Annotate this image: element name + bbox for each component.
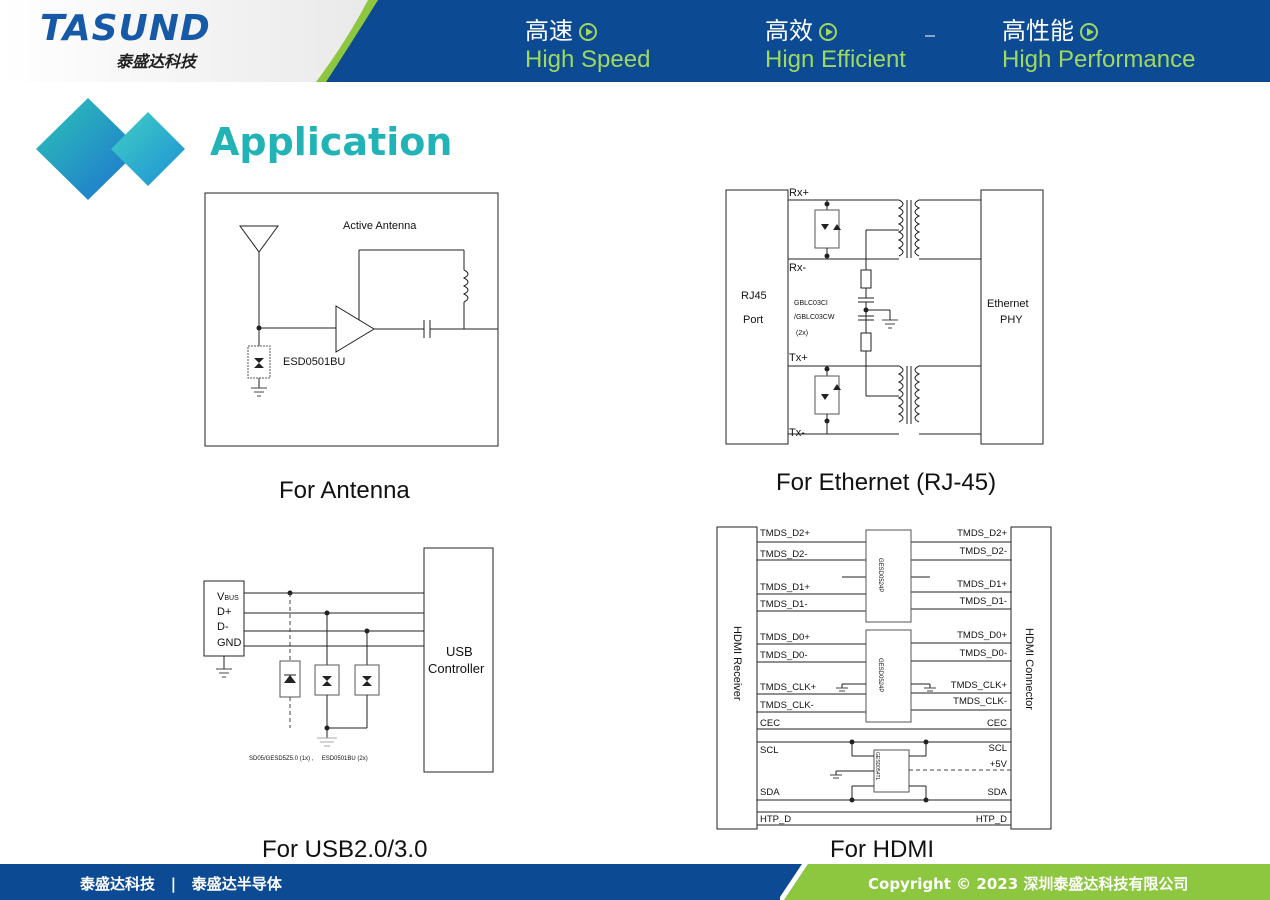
footer-accent — [780, 864, 1270, 900]
usb-controller-label-1: USB — [446, 644, 473, 659]
antenna-diagram — [204, 192, 499, 447]
hdmi-right-pin: TMDS_D2+ — [957, 528, 1007, 539]
active-antenna-label: Active Antenna — [343, 220, 417, 232]
usb-pin-gnd: GND — [217, 637, 242, 649]
play-icon — [579, 23, 597, 41]
diamond-decoration-icon — [36, 98, 185, 200]
footer-company: 泰盛达科技 | 泰盛达半导体 — [80, 875, 282, 893]
slogan-2: 高效 Hign Efficient — [765, 16, 906, 74]
slogan-1: 高速 High Speed — [525, 16, 650, 74]
eth-pin-rx-plus: Rx+ — [789, 187, 809, 199]
hdmi-right-pin: TMDS_D0- — [959, 648, 1007, 659]
ethernet-diagram — [725, 189, 1044, 445]
slogan-2-en: Hign Efficient — [765, 46, 906, 73]
eth-pin-tx-plus: Tx+ — [789, 352, 808, 364]
hdmi-receiver-label: HDMI Receiver — [731, 626, 743, 701]
eth-pin-rx-minus: Rx- — [789, 262, 807, 274]
hdmi-right-pin: TMDS_CLK+ — [950, 680, 1007, 691]
hdmi-right-pin: SDA — [987, 787, 1007, 798]
rj45-label: RJ45 — [741, 290, 767, 302]
hdmi-left-pin: SCL — [760, 745, 779, 756]
hdmi-connector-label: HDMI Connector — [1023, 628, 1035, 710]
eth-part-1: GBLC03CI — [794, 300, 828, 307]
phy-label-2: PHY — [1000, 314, 1023, 326]
hdmi-chip-1: GESD0524P — [877, 558, 883, 593]
hdmi-chip-3: GESD054TL — [874, 752, 880, 781]
hdmi-right-pin: TMDS_D2- — [959, 546, 1007, 557]
hdmi-right-pin: CEC — [986, 718, 1007, 729]
hdmi-left-pin: HTP_D — [760, 814, 792, 825]
play-icon — [1080, 23, 1098, 41]
slogan-1-en: High Speed — [525, 46, 651, 73]
antenna-part-label: ESD0501BU — [283, 356, 346, 368]
usb-controller-label-2: Controller — [428, 661, 485, 676]
eth-part-2: /GBLC03CW — [794, 314, 835, 321]
hdmi-left-pin: CEC — [760, 718, 781, 729]
usb-pin-dminus: D- — [217, 621, 229, 633]
slogan-3-en: High Performance — [1002, 46, 1196, 73]
hdmi-left-pin: TMDS_CLK+ — [760, 682, 817, 693]
brand-logo: TASUND — [40, 8, 211, 49]
eth-pin-tx-minus: Tx- — [789, 427, 805, 439]
antenna-caption: For Antenna — [279, 477, 410, 504]
slogan-1-zh: 高速 — [525, 17, 573, 45]
usb-diagram — [203, 547, 494, 773]
hdmi-left-pin: TMDS_CLK- — [760, 700, 814, 711]
hdmi-caption: For HDMI — [830, 836, 934, 863]
hdmi-left-pin: TMDS_D0- — [760, 650, 808, 661]
ethernet-caption: For Ethernet (RJ-45) — [776, 469, 997, 496]
hdmi-left-pin: TMDS_D1- — [760, 599, 808, 610]
eth-part-3: (2x) — [796, 330, 809, 337]
usb-parts-note: SD05/GESD5Z5.0 (1x) , ESD0501BU (2x) — [249, 756, 368, 762]
page-title: Application — [210, 120, 453, 164]
usb-pin-vbus: VBUS — [217, 591, 239, 603]
usb-caption: For USB2.0/3.0 — [262, 836, 428, 863]
hdmi-left-pin: TMDS_D2+ — [760, 528, 810, 539]
hdmi-right-pin: HTP_D — [975, 814, 1007, 825]
hdmi-right-pin: SCL — [988, 743, 1007, 754]
hdmi-right-pin: TMDS_D1+ — [957, 579, 1007, 590]
phy-label-1: Ethernet — [987, 298, 1029, 310]
brand-subtitle: 泰盛达科技 — [116, 52, 197, 71]
hdmi-left-pin: TMDS_D2- — [760, 549, 808, 560]
slogan-3: 高性能 High Performance — [1002, 16, 1195, 74]
hdmi-right-pin: TMDS_D1- — [959, 596, 1007, 607]
hdmi-left-pin: TMDS_D0+ — [760, 632, 810, 643]
slogan-3-zh: 高性能 — [1002, 17, 1074, 45]
hdmi-chip-2: GESD0524P — [877, 658, 883, 693]
hdmi-left-pin: SDA — [760, 787, 780, 798]
hdmi-left-pin: TMDS_D1+ — [760, 582, 810, 593]
header-shape — [0, 0, 935, 82]
hdmi-right-pin: TMDS_CLK- — [953, 696, 1007, 707]
rj45-port-label: Port — [743, 314, 764, 326]
hdmi-diagram — [716, 526, 1052, 830]
slogan-2-zh: 高效 — [765, 17, 813, 45]
hdmi-right-pin: +5V — [989, 759, 1007, 770]
usb-pin-dplus: D+ — [217, 606, 232, 618]
hdmi-right-pin: TMDS_D0+ — [957, 630, 1007, 641]
footer-copyright: Copyright © 2023 深圳泰盛达科技有限公司 — [868, 875, 1189, 893]
play-icon — [819, 23, 837, 41]
